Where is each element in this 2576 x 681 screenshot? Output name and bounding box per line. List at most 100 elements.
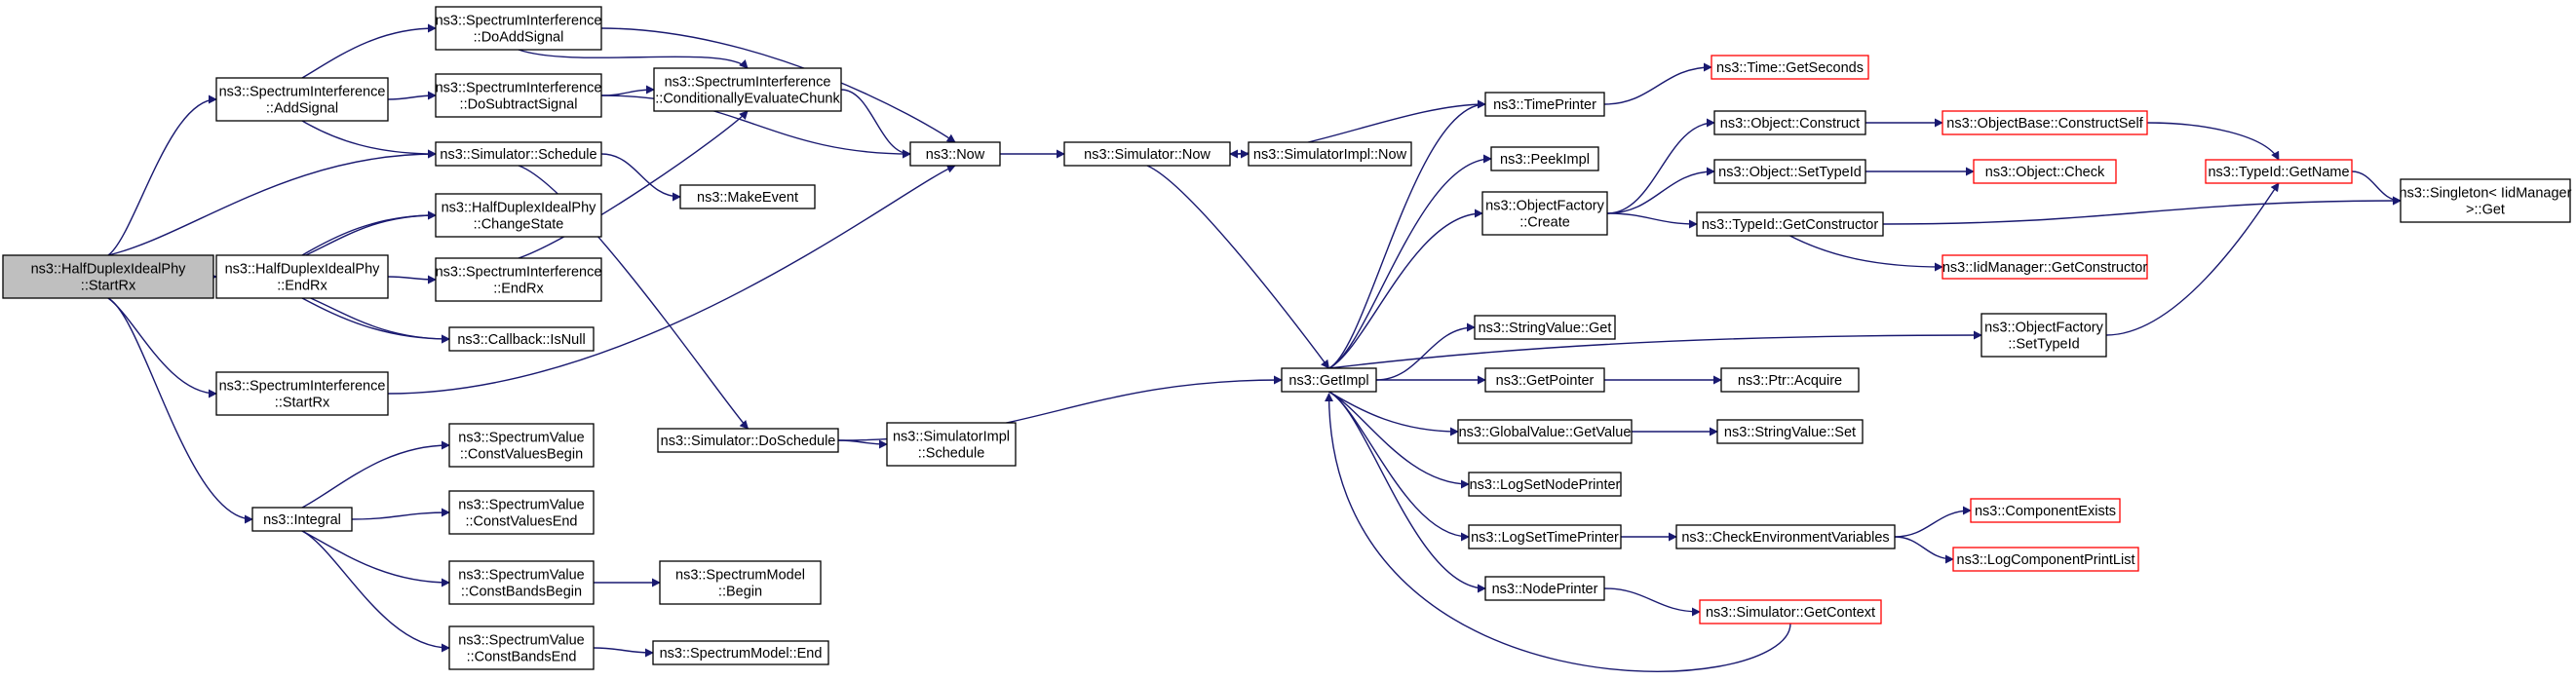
node-box[interactable]	[215, 77, 389, 122]
node-peek-impl[interactable]: ns3::PeekImpl	[1490, 146, 1599, 171]
node-node-printer[interactable]: ns3::NodePrinter	[1484, 576, 1605, 601]
node-box[interactable]	[435, 6, 602, 51]
node-box[interactable]	[435, 193, 602, 238]
node-box[interactable]	[1720, 367, 1860, 393]
node-get-impl[interactable]: ns3::GetImpl	[1281, 367, 1377, 393]
node-box[interactable]	[1716, 419, 1864, 444]
node-box[interactable]	[1484, 367, 1605, 393]
node-do-add-signal[interactable]: ns3::SpectrumInterference::DoAddSignal	[435, 6, 602, 51]
node-simimpl-schedule[interactable]: ns3::SimulatorImpl::Schedule	[886, 422, 1017, 467]
node-sim-do-schedule[interactable]: ns3::Simulator::DoSchedule	[657, 428, 839, 453]
node-si-end-rx[interactable]: ns3::SpectrumInterference::EndRx	[435, 257, 602, 302]
node-callback-isnull[interactable]: ns3::Callback::IsNull	[448, 326, 595, 352]
node-object-check[interactable]: ns3::Object::Check	[1973, 159, 2117, 184]
node-box[interactable]	[1484, 576, 1605, 601]
node-box[interactable]	[1713, 159, 1866, 184]
node-box[interactable]	[448, 560, 595, 605]
node-box[interactable]	[2400, 178, 2571, 223]
node-box[interactable]	[435, 141, 602, 167]
node-box[interactable]	[1468, 472, 1622, 497]
node-box[interactable]	[1063, 141, 1231, 167]
node-box[interactable]	[1711, 55, 1869, 80]
node-box[interactable]	[2, 254, 214, 299]
node-make-event[interactable]: ns3::MakeEvent	[679, 184, 816, 209]
node-box[interactable]	[652, 640, 829, 665]
node-box[interactable]	[679, 184, 816, 209]
node-typeid-getconstructor[interactable]: ns3::TypeId::GetConstructor	[1696, 211, 1884, 237]
node-sm-end[interactable]: ns3::SpectrumModel::End	[652, 640, 829, 665]
node-box[interactable]	[1973, 159, 2117, 184]
node-box[interactable]	[1942, 110, 2148, 135]
node-box[interactable]	[1484, 92, 1605, 117]
node-box[interactable]	[1942, 254, 2148, 280]
node-objectbase-constructself[interactable]: ns3::ObjectBase::ConstructSelf	[1942, 110, 2148, 135]
node-sim-now[interactable]: ns3::Simulator::Now	[1063, 141, 1231, 167]
node-box[interactable]	[1468, 524, 1622, 549]
node-log-component-printlist[interactable]: ns3::LogComponentPrintList	[1952, 547, 2139, 572]
node-box[interactable]	[653, 67, 842, 112]
node-box[interactable]	[1490, 146, 1599, 171]
node-box[interactable]	[909, 141, 1001, 167]
node-box[interactable]	[435, 73, 602, 118]
node-ptr-acquire[interactable]: ns3::Ptr::Acquire	[1720, 367, 1860, 393]
node-cond-eval-chunk[interactable]: ns3::SpectrumInterference::Conditionally…	[653, 67, 842, 112]
node-box[interactable]	[1952, 547, 2139, 572]
node-box[interactable]	[448, 423, 595, 468]
node-box[interactable]	[1457, 419, 1633, 444]
node-box[interactable]	[1970, 498, 2121, 523]
node-get-pointer[interactable]: ns3::GetPointer	[1484, 367, 1605, 393]
node-integral[interactable]: ns3::Integral	[251, 507, 353, 532]
node-box[interactable]	[1980, 313, 2107, 358]
node-of-create[interactable]: ns3::ObjectFactory::Create	[1481, 191, 1608, 236]
node-box[interactable]	[886, 422, 1017, 467]
node-sim-getcontext[interactable]: ns3::Simulator::GetContext	[1699, 599, 1882, 624]
node-box[interactable]	[448, 625, 595, 670]
node-start-rx[interactable]: ns3::HalfDuplexIdealPhy::StartRx	[2, 254, 214, 299]
node-box[interactable]	[448, 326, 595, 352]
node-box[interactable]	[2205, 159, 2353, 184]
node-box[interactable]	[1248, 141, 1412, 167]
node-sm-begin[interactable]: ns3::SpectrumModel::Begin	[659, 560, 822, 605]
node-object-construct[interactable]: ns3::Object::Construct	[1713, 110, 1866, 135]
node-stringvalue-set[interactable]: ns3::StringValue::Set	[1716, 419, 1864, 444]
node-log-set-node-printer[interactable]: ns3::LogSetNodePrinter	[1468, 472, 1622, 497]
node-box[interactable]	[1696, 211, 1884, 237]
node-box[interactable]	[1699, 599, 1882, 624]
node-box[interactable]	[1474, 315, 1616, 340]
node-box[interactable]	[215, 254, 389, 299]
node-box[interactable]	[251, 507, 353, 532]
node-stringvalue-get[interactable]: ns3::StringValue::Get	[1474, 315, 1616, 340]
node-cb-begin[interactable]: ns3::SpectrumValue::ConstBandsBegin	[448, 560, 595, 605]
node-box[interactable]	[215, 371, 389, 416]
node-si-start-rx[interactable]: ns3::SpectrumInterference::StartRx	[215, 371, 389, 416]
node-box[interactable]	[657, 428, 839, 453]
node-log-set-time-printer[interactable]: ns3::LogSetTimePrinter	[1468, 524, 1622, 549]
node-sim-schedule[interactable]: ns3::Simulator::Schedule	[435, 141, 602, 167]
node-component-exists[interactable]: ns3::ComponentExists	[1970, 498, 2121, 523]
node-change-state[interactable]: ns3::HalfDuplexIdealPhy::ChangeState	[435, 193, 602, 238]
node-time-printer[interactable]: ns3::TimePrinter	[1484, 92, 1605, 117]
node-of-settypeid[interactable]: ns3::ObjectFactory::SetTypeId	[1980, 313, 2107, 358]
node-check-env-vars[interactable]: ns3::CheckEnvironmentVariables	[1675, 524, 1896, 549]
node-object-settypeid[interactable]: ns3::Object::SetTypeId	[1713, 159, 1866, 184]
node-gv-getvalue[interactable]: ns3::GlobalValue::GetValue	[1457, 419, 1633, 444]
node-now[interactable]: ns3::Now	[909, 141, 1001, 167]
node-cv-begin[interactable]: ns3::SpectrumValue::ConstValuesBegin	[448, 423, 595, 468]
node-typeid-getname[interactable]: ns3::TypeId::GetName	[2205, 159, 2353, 184]
node-cv-end[interactable]: ns3::SpectrumValue::ConstValuesEnd	[448, 490, 595, 535]
node-simimpl-now[interactable]: ns3::SimulatorImpl::Now	[1248, 141, 1412, 167]
node-iidmanager-getconstructor[interactable]: ns3::IidManager::GetConstructor	[1942, 254, 2148, 280]
node-singleton-get[interactable]: ns3::Singleton< IidManager>::Get	[2400, 178, 2572, 223]
node-box[interactable]	[659, 560, 822, 605]
node-end-rx-phy[interactable]: ns3::HalfDuplexIdealPhy::EndRx	[215, 254, 389, 299]
node-box[interactable]	[1675, 524, 1896, 549]
node-box[interactable]	[1481, 191, 1608, 236]
node-box[interactable]	[1281, 367, 1377, 393]
node-do-subtract-signal[interactable]: ns3::SpectrumInterference::DoSubtractSig…	[435, 73, 602, 118]
node-box[interactable]	[1713, 110, 1866, 135]
node-box[interactable]	[435, 257, 602, 302]
node-time-getseconds[interactable]: ns3::Time::GetSeconds	[1711, 55, 1869, 80]
node-add-signal[interactable]: ns3::SpectrumInterference::AddSignal	[215, 77, 389, 122]
node-cb-end[interactable]: ns3::SpectrumValue::ConstBandsEnd	[448, 625, 595, 670]
node-box[interactable]	[448, 490, 595, 535]
